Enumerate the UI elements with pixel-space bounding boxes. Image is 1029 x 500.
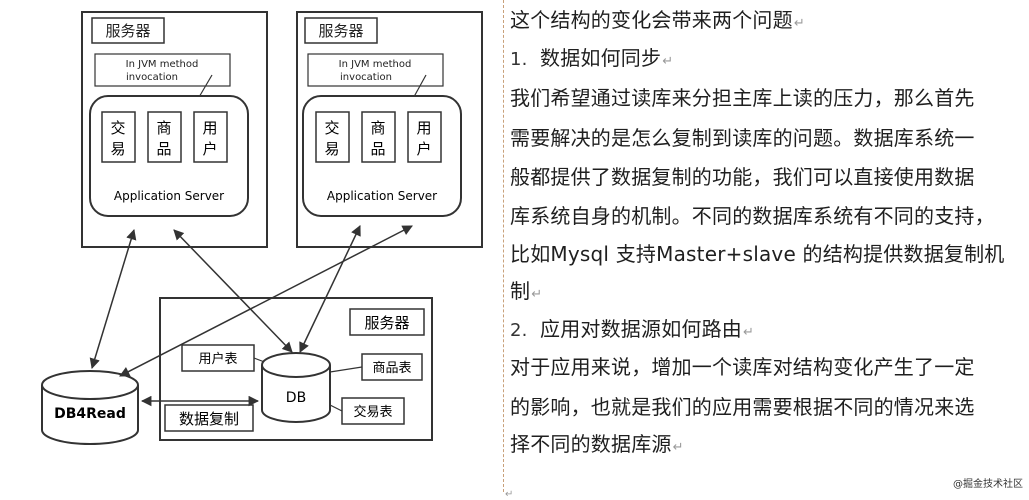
server-2-module-trade-1: 交 [324, 119, 339, 137]
arrow-db4read-server1 [89, 228, 137, 370]
p1-line: 我们希望通过读库来分担主库上读的压力，那么首先 [510, 86, 975, 110]
arrow-db-server2 [299, 225, 361, 353]
server-2-module-product-1: 商 [370, 119, 385, 137]
item1-number: 1. [510, 49, 528, 70]
item1-heading: 1. 数据如何同步↵ [510, 46, 673, 74]
server-1-app-server: Application Server [114, 189, 224, 203]
p2-line: 对于应用来说，增加一个读库对结构变化产生了一定 [510, 355, 975, 379]
p2-last-line: 择不同的数据库源↵ [510, 432, 684, 460]
user-table-label: 用户表 [198, 351, 237, 367]
db-server-label: 服务器 [364, 314, 409, 332]
return-mark: ↵ [531, 287, 543, 302]
item2-number: 2. [510, 320, 528, 341]
intro-line: 这个结构的变化会带来两个问题↵ [510, 8, 805, 36]
divider [503, 0, 504, 492]
db-server: 服务器 用户表 商品表 交易表 数据复制 DB [159, 297, 433, 441]
server-2-jvm-line2: invocation [340, 72, 392, 83]
server-1-module-trade-2: 易 [110, 140, 125, 158]
p1-line: 需要解决的是怎么复制到读库的问题。数据库系统一 [510, 126, 975, 150]
arrow-db-server1 [173, 229, 293, 353]
server-2-module-product-2: 品 [370, 140, 385, 158]
architecture-diagram: 服务器 In JVM method invocation 交 易 商 品 用 户… [41, 11, 483, 445]
server-1-module-user-1: 用 [202, 119, 217, 137]
server-2-label: 服务器 [318, 22, 363, 40]
server-1-jvm-line2: invocation [126, 72, 178, 83]
p1-line: 制 [510, 279, 531, 303]
return-mark: ↵ [672, 440, 684, 455]
return-mark: ↵ [743, 325, 755, 340]
text-panel: 这个结构的变化会带来两个问题↵ 1.数据如何同步↵ 我们希望通过读库来分担主库上… [510, 0, 1025, 500]
server-2-module-user-1: 用 [416, 119, 431, 137]
server-2-module-user-2: 户 [416, 140, 431, 158]
db4read-label: DB4Read [54, 406, 126, 422]
product-table-label: 商品表 [372, 361, 411, 376]
server-1-jvm-line1: In JVM method [126, 59, 199, 70]
server-2-jvm-line1: In JVM method [339, 59, 412, 70]
p2-line: 的影响，也就是我们的应用需要根据不同的情况来选 [510, 395, 975, 419]
server-1-module-product-1: 商 [156, 119, 171, 137]
p2-line: 择不同的数据库源 [510, 432, 672, 456]
corner-return-mark: ↵ [505, 489, 514, 500]
item2-title: 应用对数据源如何路由 [540, 317, 742, 341]
intro-text: 这个结构的变化会带来两个问题 [510, 8, 793, 32]
item2-heading: 2. 应用对数据源如何路由↵ [510, 317, 754, 345]
return-mark: ↵ [662, 54, 674, 69]
server-1-module-product-2: 品 [156, 140, 171, 158]
server-1-module-user-2: 户 [202, 140, 217, 158]
server-2-app-server: Application Server [327, 189, 437, 203]
db-cylinder: DB [261, 352, 331, 423]
p1-line: 比如Mysql 支持Master+slave 的结构提供数据复制机 [510, 242, 1005, 266]
replication-label: 数据复制 [179, 410, 239, 428]
return-mark: ↵ [793, 16, 805, 31]
trade-table-label: 交易表 [353, 404, 392, 420]
db4read-cylinder: DB4Read [41, 370, 139, 445]
p1-line: 库系统自身的机制。不同的数据库系统有不同的支持， [510, 204, 995, 228]
server-2-module-trade-2: 易 [324, 140, 339, 158]
p1-last-line: 制↵ [510, 279, 542, 307]
item1-title: 数据如何同步 [540, 46, 662, 70]
watermark: @掘金技术社区 [953, 479, 1023, 490]
server-1-module-trade-1: 交 [110, 119, 125, 137]
server-1-label: 服务器 [105, 22, 150, 40]
db-label: DB [286, 390, 306, 406]
server-2: 服务器 In JVM method invocation 交 易 商 品 用 户… [296, 11, 483, 248]
p1-line: 般都提供了数据复制的功能，我们可以直接使用数据 [510, 165, 975, 189]
server-1: 服务器 In JVM method invocation 交 易 商 品 用 户… [81, 11, 268, 248]
